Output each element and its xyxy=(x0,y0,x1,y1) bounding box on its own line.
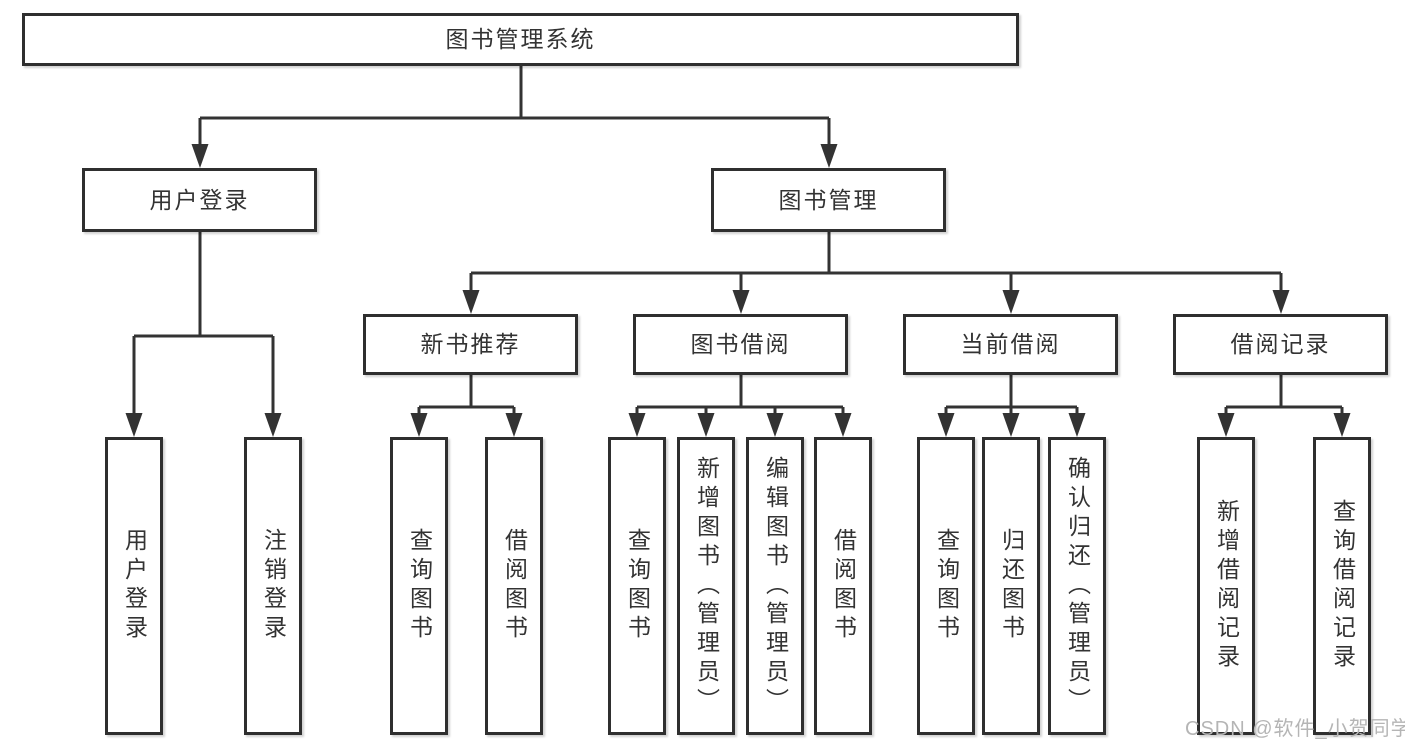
connector-bookborrow-to-leaves xyxy=(635,375,845,419)
arrow-icon xyxy=(834,413,852,437)
leaf-query-borrow-record-label: 查询借阅记录 xyxy=(1329,499,1356,673)
arrow-icon xyxy=(191,144,209,168)
arrow-icon xyxy=(766,413,784,437)
arrow-icon xyxy=(937,413,955,437)
leaf-query-books-recommend: 查询图书 xyxy=(390,437,448,735)
arrow-icon xyxy=(697,413,715,437)
node-borrow-records-label: 借阅记录 xyxy=(1230,331,1331,357)
arrow-icon xyxy=(264,413,282,437)
arrow-icon xyxy=(410,413,428,437)
arrow-icon xyxy=(505,413,523,437)
node-book-management: 图书管理 xyxy=(711,168,946,232)
leaf-borrow-books-recommend: 借阅图书 xyxy=(485,437,543,735)
node-book-borrow-label: 图书借阅 xyxy=(690,331,791,357)
node-new-book-recommend: 新书推荐 xyxy=(363,314,578,375)
leaf-borrow-books: 借阅图书 xyxy=(814,437,872,735)
connector-bookmgmt-to-level3 xyxy=(469,232,1283,296)
leaf-add-borrow-record-label: 新增借阅记录 xyxy=(1213,499,1240,673)
leaf-return-book-label: 归还图书 xyxy=(998,528,1025,644)
arrow-icon xyxy=(125,413,143,437)
node-current-borrow-label: 当前借阅 xyxy=(960,331,1061,357)
arrow-icon xyxy=(1002,290,1020,314)
leaf-confirm-return-admin: 确认归还（管理员） xyxy=(1048,437,1106,735)
leaf-logout-label: 注销登录 xyxy=(260,528,287,644)
arrow-icon xyxy=(1217,413,1235,437)
leaf-add-borrow-record: 新增借阅记录 xyxy=(1197,437,1255,735)
leaf-return-book: 归还图书 xyxy=(982,437,1040,735)
leaf-query-books-borrow: 查询图书 xyxy=(608,437,666,735)
node-root: 图书管理系统 xyxy=(22,13,1019,66)
node-book-management-label: 图书管理 xyxy=(778,186,879,213)
leaf-query-books-recommend-label: 查询图书 xyxy=(406,528,433,644)
leaf-borrow-books-label: 借阅图书 xyxy=(830,528,857,644)
leaf-edit-book-admin-label: 编辑图书（管理员） xyxy=(762,455,789,717)
watermark: CSDN @软件_小贺同学 xyxy=(1185,718,1405,740)
node-user-login-label: 用户登录 xyxy=(149,186,250,213)
connector-currentborrow-to-leaves xyxy=(944,375,1079,419)
connector-userlogin-to-leaves xyxy=(132,232,275,419)
arrow-icon xyxy=(1068,413,1086,437)
leaf-query-books-current: 查询图书 xyxy=(917,437,975,735)
leaf-add-book-admin-label: 新增图书（管理员） xyxy=(693,455,720,717)
arrow-icon xyxy=(628,413,646,437)
connector-root-to-level2 xyxy=(198,66,831,150)
arrow-icon xyxy=(732,290,750,314)
node-current-borrow: 当前借阅 xyxy=(903,314,1118,375)
arrow-icon xyxy=(1002,413,1020,437)
leaf-user-login-label: 用户登录 xyxy=(121,528,148,644)
leaf-user-login: 用户登录 xyxy=(105,437,163,735)
leaf-query-books-borrow-label: 查询图书 xyxy=(624,528,651,644)
leaf-query-borrow-record: 查询借阅记录 xyxy=(1313,437,1371,735)
arrow-icon xyxy=(820,144,838,168)
arrow-icon xyxy=(1333,413,1351,437)
node-user-login: 用户登录 xyxy=(82,168,317,232)
leaf-logout: 注销登录 xyxy=(244,437,302,735)
arrow-icon xyxy=(1272,290,1290,314)
leaf-edit-book-admin: 编辑图书（管理员） xyxy=(746,437,804,735)
connector-newbook-to-leaves xyxy=(417,375,516,419)
leaf-query-books-current-label: 查询图书 xyxy=(933,528,960,644)
leaf-confirm-return-admin-label: 确认归还（管理员） xyxy=(1064,455,1091,717)
leaf-borrow-books-recommend-label: 借阅图书 xyxy=(501,528,528,644)
arrowheads xyxy=(125,144,1351,437)
node-root-label: 图书管理系统 xyxy=(445,26,596,52)
node-book-borrow: 图书借阅 xyxy=(633,314,848,375)
arrow-icon xyxy=(462,290,480,314)
leaf-add-book-admin: 新增图书（管理员） xyxy=(677,437,735,735)
node-borrow-records: 借阅记录 xyxy=(1173,314,1388,375)
node-new-book-recommend-label: 新书推荐 xyxy=(420,331,521,357)
connector-records-to-leaves xyxy=(1224,375,1344,419)
